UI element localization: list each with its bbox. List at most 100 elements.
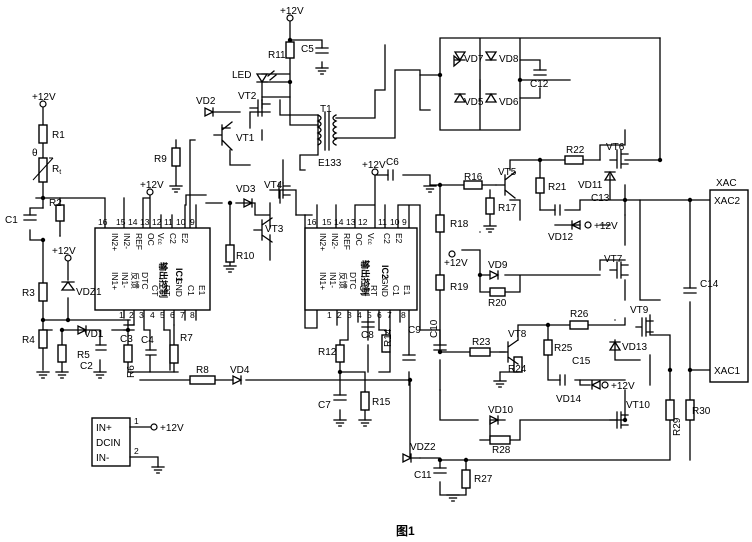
supply-terminals xyxy=(39,14,609,431)
ic1-pin-number: 10 xyxy=(176,217,186,227)
connector-labels: IN+ DCIN IN- 1 2 XAC XAC2 XAC1 xyxy=(96,178,741,464)
vd3-label: VD3 xyxy=(236,184,256,195)
ic2-pin-number: 2 xyxy=(337,310,342,320)
r10-label: R10 xyxy=(236,251,255,262)
resistor-symbols xyxy=(32,41,695,489)
c7-label: C7 xyxy=(318,400,331,411)
ic2-name: IC2 xyxy=(380,265,390,279)
ic2-pin-name: REF xyxy=(342,233,352,250)
t1-label: T1 xyxy=(320,104,332,115)
ic2-pin-number: 9 xyxy=(402,217,407,227)
r15-label: R15 xyxy=(372,397,391,408)
xac-connector xyxy=(709,189,749,383)
vt7-label: VT7 xyxy=(604,254,623,265)
ic2-pin-name: IN1- xyxy=(328,272,338,288)
ic2-pin-name: C1 xyxy=(391,285,401,296)
ic1-pin-number: 6 xyxy=(170,310,175,320)
ic2-pin-number: 12 xyxy=(358,217,368,227)
ic2-block xyxy=(304,227,418,311)
ic1-pin-number: 15 xyxy=(116,217,126,227)
ic2-pin-number: 14 xyxy=(334,217,344,227)
c1-label: C1 xyxy=(5,215,18,226)
r2-label: R2 xyxy=(49,198,62,209)
dcin-pin-pos: IN+ xyxy=(96,423,112,434)
ic1-title: 输出控制 xyxy=(158,262,169,298)
ic2-pin-name: C2 xyxy=(382,233,392,244)
ic1-pin-number: 12 xyxy=(152,217,162,227)
ic2-pin-number: 7 xyxy=(387,310,392,320)
ic1-pin-name: OC xyxy=(146,233,156,246)
ic1-pin-name: IN2+ xyxy=(110,233,120,251)
dcin-label: DCIN xyxy=(96,438,120,449)
dcin-connector xyxy=(91,417,159,468)
vt4-label: VT4 xyxy=(264,180,283,191)
ic1-pin-name: DTC xyxy=(140,272,150,289)
r24-label: R24 xyxy=(508,364,527,375)
r16-label: R16 xyxy=(464,172,483,183)
ic2-pin-name: 反馈 xyxy=(338,272,348,290)
c10-label: C10 xyxy=(429,319,440,338)
r6-label: R6 xyxy=(126,365,137,378)
ic1-pin-name: RT xyxy=(162,285,172,296)
vd9-label: VD9 xyxy=(488,260,508,271)
c9-label: C9 xyxy=(408,325,421,336)
ic1-pin-name: C1 xyxy=(186,285,196,296)
vd2-label: VD2 xyxy=(196,96,216,107)
vd8-label: VD8 xyxy=(499,54,519,65)
r3-label: R3 xyxy=(22,288,35,299)
r11-label: R11 xyxy=(268,50,286,61)
c13-label: C13 xyxy=(591,193,610,204)
c3-label: C3 xyxy=(120,334,133,345)
dcin-pin-neg: IN- xyxy=(96,453,109,464)
ic1-pin-number: 9 xyxy=(190,217,195,227)
r26-label: R26 xyxy=(570,309,589,320)
r28-label: R28 xyxy=(492,445,511,456)
r5-label: R5 xyxy=(77,350,90,361)
ic2-pin-name: RT xyxy=(369,285,379,296)
ic1-vcc-pin: Vcc xyxy=(156,233,166,245)
r12-label: R12 xyxy=(318,347,337,358)
vt5-label: VT5 xyxy=(498,167,517,178)
vd7-label: VD7 xyxy=(464,54,484,65)
rt-theta-label: θ xyxy=(32,148,38,159)
vd5-label: VD5 xyxy=(464,97,484,108)
ic1-pin-name: 反馈 xyxy=(130,272,140,290)
ic1-pin-name: C2 xyxy=(168,233,178,244)
c12-label: C12 xyxy=(530,79,549,90)
ic1-pin-number: 13 xyxy=(140,217,150,227)
r30-label: R30 xyxy=(692,406,711,417)
xac-header: XAC xyxy=(716,178,737,189)
r4-label: R4 xyxy=(22,335,35,346)
ic2-pin-name: E1 xyxy=(402,285,412,296)
c14-label: C14 xyxy=(700,279,719,290)
ic1-pin-name: IN1- xyxy=(120,272,130,288)
r1-label: R1 xyxy=(52,130,65,141)
xac1-label: XAC1 xyxy=(714,366,741,377)
ic1-pin-labels: 16 15 14 13 12 11 10 9 IN2+ IN2- REF OC … xyxy=(98,217,207,320)
ic2-pin-name: IN1+ xyxy=(318,272,328,290)
ic2-pin-name: OC xyxy=(354,233,364,246)
ic2-pin-labels: 16 15 14 13 12 11 10 9 IN2+ IN2- REF OC … xyxy=(307,217,412,320)
vt2-label: VT2 xyxy=(238,91,257,102)
ic2-pin-name: IN2+ xyxy=(318,233,328,251)
vd4-label: VD4 xyxy=(230,365,250,376)
r8-label: R8 xyxy=(196,365,209,376)
ic1-pin-number: 7 xyxy=(180,310,185,320)
vcc-label: +12V xyxy=(32,92,56,103)
vd13-label: VD13 xyxy=(622,342,647,353)
ic1-pin-number: 11 xyxy=(164,217,173,227)
vd14-label: VD14 xyxy=(556,394,581,405)
r25-label: R25 xyxy=(554,343,573,354)
vcc-label: +12V xyxy=(594,221,618,232)
c11-label: C11 xyxy=(414,470,432,481)
ic2-pin-number: 6 xyxy=(377,310,382,320)
diode-symbols xyxy=(60,51,622,464)
r20-label: R20 xyxy=(488,298,507,309)
vcc-label: +12V xyxy=(611,381,635,392)
vcc-label: +12V xyxy=(52,246,76,257)
ic1-block xyxy=(94,227,211,311)
r21-label: R21 xyxy=(548,182,567,193)
c8-label: C8 xyxy=(361,330,374,341)
ic2-title: 输出控制 xyxy=(360,260,371,296)
